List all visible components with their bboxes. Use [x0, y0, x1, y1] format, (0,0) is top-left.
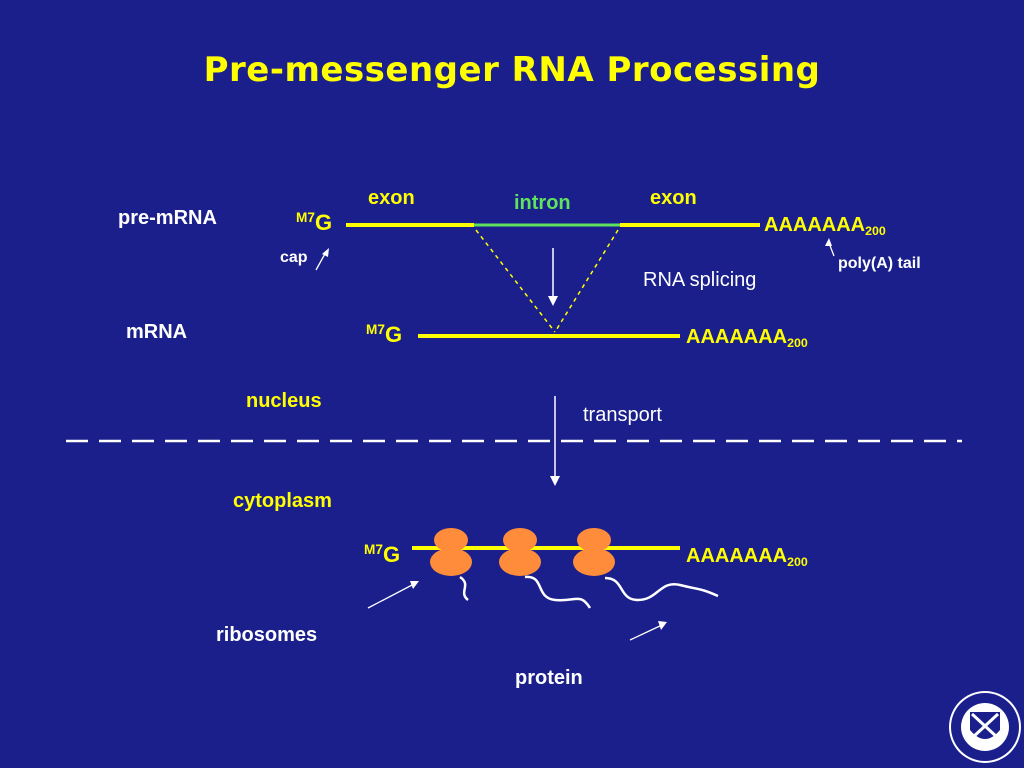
- exon-right-label: exon: [650, 187, 697, 209]
- pre-mrna-poly-a: AAAAAAA200: [764, 215, 886, 237]
- cap-superscript: M7: [296, 210, 315, 225]
- splice-dashed-left: [475, 229, 556, 333]
- transport-arrow-head: [550, 476, 560, 486]
- cap-arrow-head: [322, 248, 329, 257]
- protein-chain-3: [604, 576, 719, 602]
- ribosomes-arrow-head: [410, 581, 419, 589]
- protein-arrow-head: [658, 621, 667, 630]
- poly-a-text: AAAAAAA: [764, 214, 866, 236]
- ribosome-3: [573, 528, 615, 576]
- protein-chain-2: [524, 575, 592, 609]
- protein-chain-1: [459, 575, 469, 601]
- transport-label: transport: [583, 404, 662, 426]
- pre-mrna-cap-structure: M7G: [296, 211, 332, 234]
- exon-left-label: exon: [368, 187, 415, 209]
- mrna-poly-a: AAAAAAA200: [686, 326, 808, 350]
- splicing-arrow-head: [548, 296, 558, 306]
- nucleus-label: nucleus: [246, 390, 322, 412]
- university-crest-logo: [949, 691, 1021, 763]
- protein-arrow: [629, 624, 663, 641]
- poly-a-subscript: 200: [865, 224, 886, 238]
- pre-mrna-label: pre-mRNA: [118, 207, 217, 229]
- cap-label: cap: [280, 249, 308, 266]
- cytoplasm-poly-a: AAAAAAA200: [686, 545, 808, 569]
- ribosomes-label: ribosomes: [216, 624, 318, 646]
- rna-splicing-label: RNA splicing: [643, 269, 757, 291]
- ribosomes-arrow: [367, 583, 415, 609]
- mrna-cap-structure: M7G: [366, 322, 403, 347]
- protein-label: protein: [515, 667, 583, 689]
- cytoplasm-cap-structure: M7G: [364, 542, 401, 567]
- splice-dashed-right: [554, 229, 619, 333]
- slide-title: Pre-messenger RNA Processing: [203, 50, 821, 90]
- ribosome-2: [499, 528, 541, 576]
- cap-base: G: [314, 210, 333, 235]
- ribosome-1: [430, 528, 472, 576]
- poly-a-tail-label: poly(A) tail: [838, 255, 921, 272]
- intron-label: intron: [514, 192, 571, 214]
- cytoplasm-label: cytoplasm: [233, 490, 332, 512]
- poly-a-arrow-head: [825, 238, 832, 246]
- mrna-label: mRNA: [126, 321, 188, 343]
